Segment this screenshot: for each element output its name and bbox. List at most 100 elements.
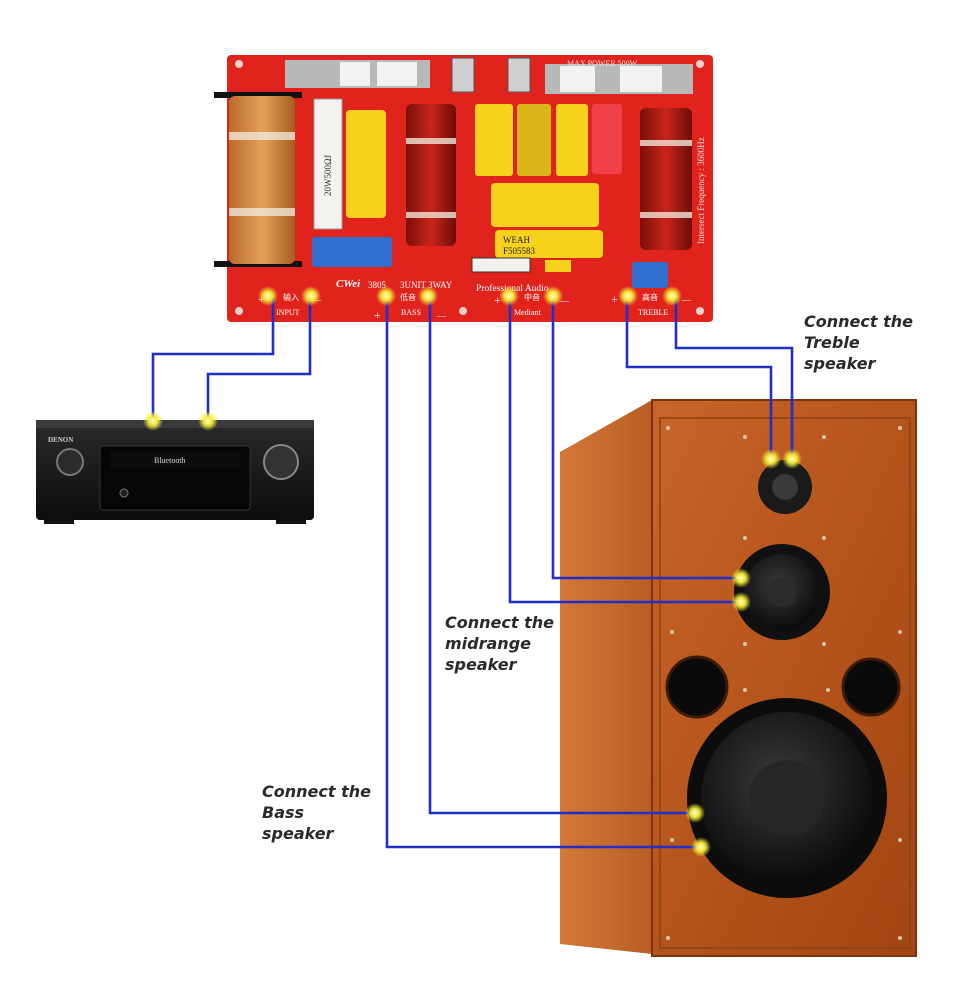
wiring bbox=[151, 298, 794, 849]
input-label: INPUT bbox=[276, 308, 300, 317]
amplifier: Bluetooth DENON bbox=[36, 420, 314, 524]
terminal-glow bbox=[731, 592, 751, 612]
amp-volume-knob bbox=[263, 444, 299, 480]
cabinet-screws bbox=[666, 426, 902, 940]
terminal-glow bbox=[376, 286, 396, 306]
midrange-callout: Connect the midrange speaker bbox=[445, 613, 554, 674]
coil-tie bbox=[406, 138, 456, 144]
speaker-cabinet bbox=[560, 399, 917, 957]
yellow-capacitor bbox=[517, 104, 551, 176]
mid-inductor bbox=[406, 104, 456, 246]
terminal-glow bbox=[301, 286, 321, 306]
terminal-glow bbox=[761, 449, 781, 469]
terminal-glow bbox=[691, 837, 711, 857]
cabinet-edge bbox=[651, 399, 917, 957]
bass-cn-label: 低音 bbox=[400, 292, 416, 302]
blue-capacitor bbox=[312, 237, 392, 267]
resistor-cap bbox=[340, 62, 370, 86]
mount-hole bbox=[696, 60, 704, 68]
plus-sign: + bbox=[374, 308, 381, 322]
terminal-glows bbox=[143, 286, 802, 857]
amp-headphone-jack bbox=[119, 488, 129, 498]
treble-callout: Connect the Treble speaker bbox=[804, 312, 913, 373]
terminal-glow bbox=[618, 286, 638, 306]
wire-treble-plus bbox=[625, 298, 773, 458]
resistor-cap bbox=[560, 66, 595, 92]
amp-left-knob bbox=[56, 448, 84, 476]
midrange-dustcap bbox=[767, 577, 797, 607]
amp-display bbox=[110, 452, 240, 468]
wire-input-minus bbox=[206, 298, 312, 420]
wire-mid-plus bbox=[508, 298, 741, 604]
bass-port-right bbox=[841, 657, 901, 717]
amp-display-text: Bluetooth bbox=[154, 456, 186, 465]
white-resistor bbox=[313, 98, 343, 230]
large-capacitor bbox=[491, 183, 599, 227]
wire-mid-minus bbox=[551, 298, 741, 580]
mid-cn-label: 中音 bbox=[524, 292, 540, 302]
max-power-label: MAX POWER 500W bbox=[567, 59, 638, 68]
switch bbox=[507, 57, 531, 93]
coil-tie bbox=[640, 140, 692, 146]
yellow-capacitor bbox=[475, 104, 513, 176]
wire-treble-minus bbox=[674, 298, 794, 458]
bass-callout: Connect the Bass speaker bbox=[262, 782, 371, 843]
bass-label: BASS bbox=[401, 308, 421, 317]
type-label: 3UNIT 3WAY bbox=[400, 280, 453, 290]
treble-inductor bbox=[640, 108, 692, 250]
small-capacitor bbox=[545, 260, 571, 272]
switch bbox=[451, 57, 475, 93]
terminal-glow bbox=[731, 568, 751, 588]
treble-label: TREBLE bbox=[638, 308, 668, 317]
mount-hole bbox=[459, 307, 467, 315]
mid-label: Mediant bbox=[514, 308, 541, 317]
coil-frame bbox=[214, 92, 302, 98]
mount-hole bbox=[235, 60, 243, 68]
coil-tie bbox=[229, 208, 295, 216]
bass-port-left bbox=[665, 655, 729, 719]
bass-dustcap bbox=[749, 760, 825, 836]
plus-sign: + bbox=[611, 292, 618, 306]
input-cn-label: 输入 bbox=[283, 292, 299, 302]
cabinet-side bbox=[560, 400, 652, 954]
wire-bass-plus bbox=[385, 300, 701, 849]
terminal-glow bbox=[418, 286, 438, 306]
bass-inductor bbox=[229, 96, 295, 264]
coil-tie bbox=[406, 212, 456, 218]
resistor-cap bbox=[620, 66, 662, 92]
coil-tie bbox=[640, 212, 692, 218]
terminal-glow bbox=[543, 286, 563, 306]
minus-sign: — bbox=[681, 295, 692, 305]
minus-sign: — bbox=[559, 296, 570, 306]
crossover-board: MAX POWER 500W 20W500ΩJ WEAH F505583 Int… bbox=[214, 55, 713, 322]
yellow-capacitor bbox=[346, 110, 386, 218]
terminal-glow bbox=[499, 286, 519, 306]
blue-capacitor bbox=[632, 262, 668, 288]
mount-hole bbox=[696, 307, 704, 315]
fuse bbox=[471, 257, 531, 273]
yellow-capacitor bbox=[556, 104, 588, 176]
terminal-glow bbox=[258, 286, 278, 306]
model-label: 3805 bbox=[368, 280, 387, 290]
plus-sign: + bbox=[494, 293, 501, 307]
minus-sign: — bbox=[436, 311, 447, 321]
frequency-label: Intersect Frequency : 3600Hz bbox=[696, 137, 706, 244]
resistor-cap bbox=[377, 62, 417, 86]
terminal-glow bbox=[782, 449, 802, 469]
amp-foot bbox=[276, 518, 306, 524]
terminal-glow bbox=[662, 286, 682, 306]
amp-foot bbox=[44, 518, 74, 524]
mount-hole bbox=[235, 307, 243, 315]
cap-brand: WEAH bbox=[503, 235, 530, 245]
baffle-border bbox=[659, 417, 911, 949]
cap-code: F505583 bbox=[503, 246, 536, 256]
resistor-text: 20W500ΩJ bbox=[323, 154, 333, 196]
amp-brand: DENON bbox=[48, 436, 73, 444]
tweeter-dome bbox=[772, 474, 798, 500]
amp-top-edge bbox=[36, 420, 314, 428]
wire-input-plus bbox=[151, 298, 275, 420]
brand-logo: CWei bbox=[336, 278, 361, 290]
terminal-glow bbox=[685, 803, 705, 823]
terminal-glow bbox=[143, 411, 163, 431]
